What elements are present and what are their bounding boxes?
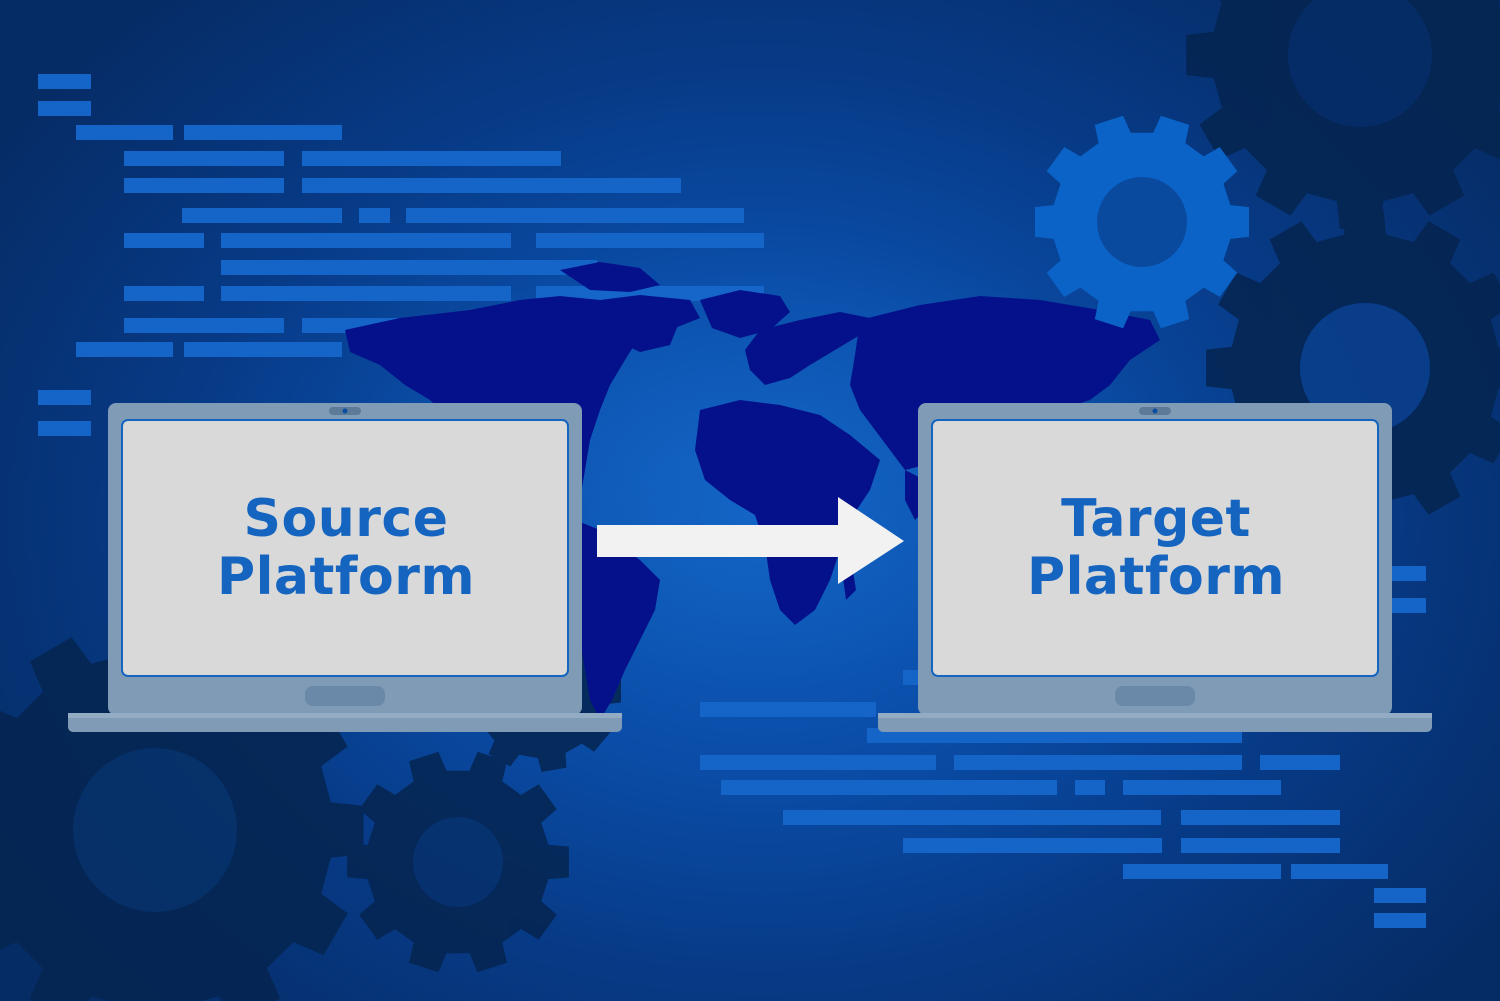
gear-hole [73,748,237,912]
target-line2: Platform [1026,547,1286,607]
gear-hole [1300,303,1430,433]
source-platform-label: Source Platform [124,422,568,674]
gear-icon [1035,115,1249,329]
arrow-right-icon [597,497,904,584]
target-platform-label: Target Platform [934,422,1378,674]
gear-hole [413,817,503,907]
source-line2: Platform [216,547,476,607]
gear-hole [1097,177,1187,267]
gear-hole [1288,0,1432,127]
target-line1: Target [1061,489,1251,549]
source-line1: Source [243,489,449,549]
target-laptop [878,403,1432,732]
source-laptop [68,403,622,732]
